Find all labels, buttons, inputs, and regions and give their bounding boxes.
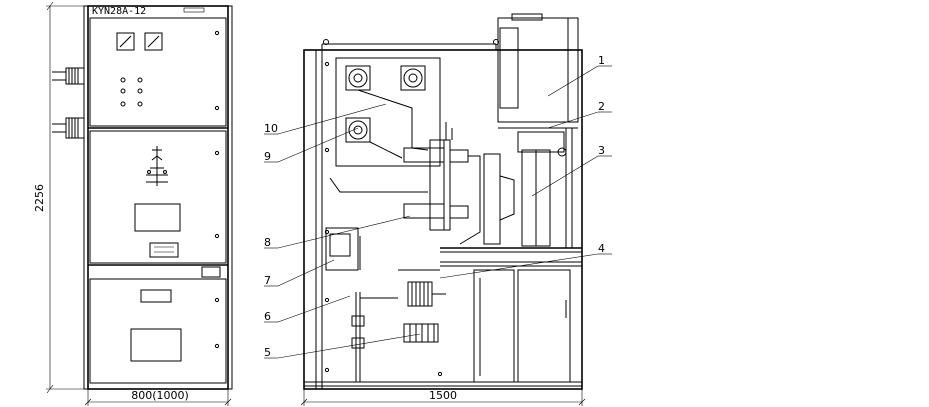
front-bushing-lower [52, 117, 85, 139]
callout-4: 4 [598, 242, 605, 255]
side-frame-outline [303, 49, 583, 390]
breaker-window [134, 203, 181, 232]
surge-arrester [398, 269, 446, 307]
front-cabinet-outline [87, 5, 229, 390]
inspection-window-small [140, 289, 172, 303]
indicator-lamp [201, 266, 221, 278]
cable-termination [403, 323, 439, 343]
side-view: 1500 1 2 3 4 5 6 7 8 9 10 [264, 13, 612, 406]
meter-1 [116, 32, 135, 51]
callout-5: 5 [264, 346, 271, 359]
lv-compartment [497, 17, 579, 123]
circuit-breaker [403, 122, 515, 245]
height-dimension-label: 2256 [33, 184, 46, 212]
callout-2: 2 [598, 100, 605, 113]
cable-support [351, 292, 398, 382]
busbar-lower [345, 117, 371, 143]
vt-compartment [517, 269, 571, 383]
inspection-window-large [130, 328, 182, 362]
current-transformer [517, 128, 573, 248]
frame-bolts [323, 39, 499, 377]
meter-2 [144, 32, 163, 51]
width-dimension [84, 389, 232, 406]
callout-8: 8 [264, 236, 271, 249]
depth-dimension [300, 389, 586, 406]
earthing-switch [325, 227, 359, 271]
relay-panel [89, 17, 227, 127]
control-buttons [120, 77, 143, 107]
callout-leaders [264, 65, 612, 359]
callout-7: 7 [264, 274, 271, 287]
front-view: KYN28A-12 [33, 1, 233, 406]
cable-compartment-door [89, 278, 227, 384]
nameplate [149, 242, 179, 258]
callout-10: 10 [264, 122, 278, 135]
mimic-diagram [146, 146, 168, 186]
callout-3: 3 [598, 144, 605, 157]
front-bushing-upper [52, 67, 85, 85]
width-dimension-label: 800(1000) [131, 389, 189, 402]
front-model-label: KYN28A-12 [92, 6, 146, 17]
callout-9: 9 [264, 150, 271, 163]
callout-6: 6 [264, 310, 271, 323]
breaker-compartment-door [89, 130, 227, 264]
busbar-chamber [335, 57, 441, 167]
busbar-upper [345, 65, 426, 91]
height-dimension [46, 1, 84, 394]
depth-dimension-label: 1500 [429, 389, 457, 402]
callout-1: 1 [598, 54, 605, 67]
